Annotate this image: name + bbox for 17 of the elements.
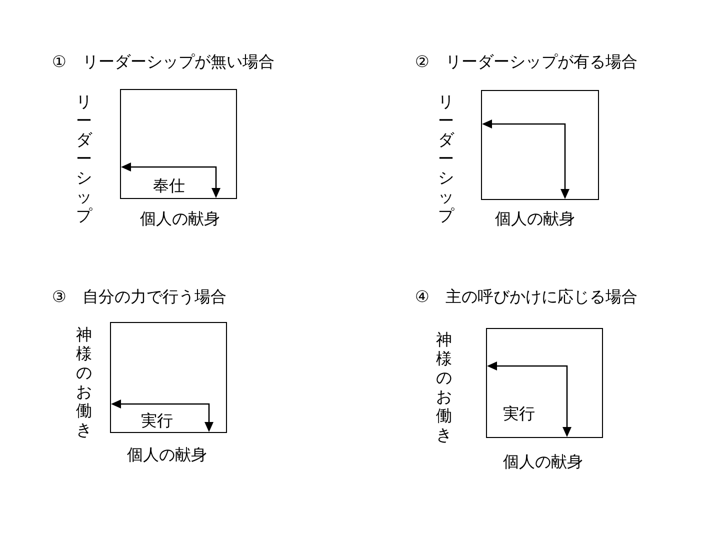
axis-label: 神様のお働き [435,330,453,444]
axis-label: 個人の献身 [127,446,207,464]
axis-label: 個人の献身 [503,453,583,471]
panel-title: ② リーダーシップが有る場合 [415,53,638,71]
quadrant-box [110,322,227,433]
axis-label: 神様のお働き [75,325,93,439]
axis-label: 個人の献身 [140,210,220,228]
axis-label: 個人の献身 [495,210,575,228]
inner-label: 実行 [141,412,173,430]
inner-label: 奉仕 [153,177,185,195]
quadrant-box [120,89,237,199]
axis-label: リーダーシップ [75,92,93,225]
panel-title: ① リーダーシップが無い場合 [52,53,274,71]
inner-label: 実行 [503,405,535,423]
quadrant-box [486,328,603,438]
quadrant-box [481,90,599,200]
axis-label: リーダーシップ [437,92,455,225]
